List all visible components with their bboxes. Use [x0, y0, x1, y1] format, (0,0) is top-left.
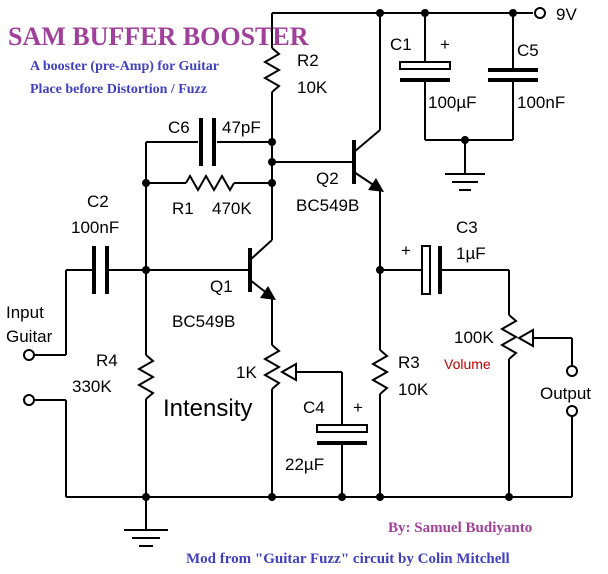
r1-value: 470K [212, 199, 252, 218]
c2-value: 100nF [71, 218, 119, 237]
capacitor-c6: C6 47pF [146, 118, 272, 166]
volume-label: Volume [444, 356, 491, 372]
ground-supply [425, 136, 513, 191]
c4-polarity: + [353, 398, 363, 417]
input-terminal [23, 349, 35, 361]
capacitor-c4: + C4 22µF [285, 398, 368, 497]
pot-intensity: 1K Intensity [163, 344, 343, 497]
c1-polarity: + [440, 35, 450, 54]
pot-volume: 100K Volume [444, 270, 573, 497]
r2-value: 10K [297, 78, 328, 97]
r1-name: R1 [172, 199, 194, 218]
q2-name: Q2 [316, 169, 339, 188]
intensity-pot-value: 1K [236, 363, 257, 382]
r3-value: 10K [398, 380, 429, 399]
capacitor-c1: + C1 100µF [390, 13, 477, 140]
collector-node [268, 138, 352, 240]
supply-label: 9V [556, 5, 577, 24]
subtitle-line-2: Place before Distortion / Fuzz [30, 82, 207, 97]
credit-source: Mod from "Guitar Fuzz" circuit by Colin … [186, 551, 510, 567]
c3-value: 1µF [456, 244, 486, 263]
c6-name: C6 [168, 118, 190, 137]
credit-author: By: Samuel Budiyanto [388, 520, 532, 536]
ground-rail [66, 493, 572, 547]
c2-name: C2 [87, 192, 109, 211]
c3-polarity: + [401, 241, 411, 260]
input-label-2: Guitar [6, 327, 53, 346]
r4-name: R4 [96, 351, 118, 370]
supply-terminal [534, 7, 546, 19]
resistor-r3: R3 10K [370, 266, 429, 497]
q2-part: BC549B [296, 196, 359, 215]
subtitle-line-1: A booster (pre-Amp) for Guitar [30, 59, 219, 74]
resistor-r2: R2 10K [262, 13, 328, 142]
capacitor-c5: C5 100nF [488, 13, 565, 140]
q1-part: BC549B [172, 312, 235, 331]
c5-value: 100nF [517, 93, 565, 112]
r4-value: 330K [72, 377, 112, 396]
input-label-1: Input [6, 303, 44, 322]
bias-node [142, 142, 150, 355]
c5-name: C5 [517, 41, 539, 60]
output-jack: Output [540, 365, 591, 497]
c4-name: C4 [303, 398, 325, 417]
c3-name: C3 [456, 218, 478, 237]
input-jack: Input Guitar [6, 270, 67, 497]
c4-value: 22µF [285, 455, 324, 474]
transistor-q2: Q2 BC549B [296, 13, 384, 270]
resistor-r1: R1 470K [146, 173, 272, 218]
c1-value: 100µF [428, 93, 477, 112]
c6-value: 47pF [222, 118, 261, 137]
transistor-q1: Q1 BC549B [172, 239, 276, 345]
c1-name: C1 [390, 35, 412, 54]
input-ground-terminal [23, 394, 35, 406]
volume-pot-value: 100K [454, 328, 494, 347]
capacitor-c2: C2 100nF [66, 192, 248, 294]
output-ground-terminal [566, 405, 578, 417]
output-label: Output [540, 384, 591, 403]
r2-name: R2 [297, 51, 319, 70]
supply-rail: 9V [272, 5, 577, 24]
resistor-r4: R4 330K [72, 351, 156, 497]
circuit-title: SAM BUFFER BOOSTER [8, 22, 309, 51]
output-terminal [566, 365, 578, 377]
r3-name: R3 [398, 353, 420, 372]
q1-name: Q1 [210, 277, 233, 296]
capacitor-c3: + C3 1µF [380, 218, 509, 295]
intensity-label: Intensity [163, 395, 252, 422]
